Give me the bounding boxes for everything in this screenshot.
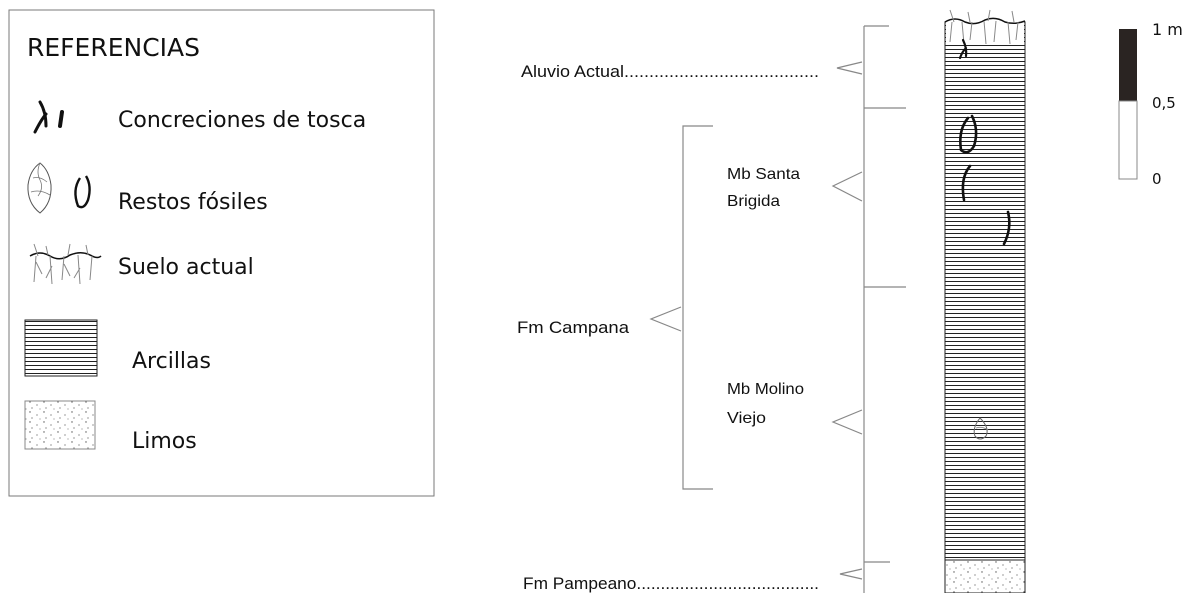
molino-viejo-arrow	[831, 409, 863, 435]
label-mb-molino: Mb Molino	[727, 381, 804, 398]
campana-arrow	[649, 306, 682, 332]
label-fm-pampeano: Fm Pampeano.............................…	[523, 574, 819, 593]
legend-title: REFERENCIAS	[27, 33, 200, 62]
santa-brigida-arrow	[831, 171, 863, 202]
label-aluvio-actual: Aluvio Actual...........................…	[521, 62, 819, 81]
label-viejo: Viejo	[727, 410, 766, 427]
column-fossil-icons	[959, 114, 1011, 246]
scale-filled-segment	[1119, 29, 1137, 101]
stratigraphic-column	[944, 9, 1026, 593]
silt-layer	[944, 559, 1026, 593]
tosca-concretion-icon	[33, 100, 64, 134]
soil-roots-icon	[29, 243, 102, 285]
silt-dots-icon	[24, 400, 96, 450]
unit-boundary-lines	[863, 25, 906, 593]
column-shell-icon	[973, 417, 989, 440]
aluvio-arrow	[836, 61, 863, 75]
pampeano-arrow	[839, 568, 863, 580]
legend-panel: REFERENCIAS Concreciones de tosca Restos…	[8, 9, 435, 497]
clay-layer	[944, 21, 1026, 561]
scale-bar: 1 m 0,5 0	[1118, 20, 1183, 188]
legend-label-limos: Limos	[132, 429, 197, 454]
unit-labels: Aluvio Actual...........................…	[517, 62, 819, 593]
column-soil-roots-icon	[944, 9, 1026, 60]
scale-label-1m: 1 m	[1152, 20, 1183, 39]
campana-bracket	[682, 125, 713, 490]
scale-label-half: 0,5	[1152, 94, 1176, 112]
scale-empty-segment	[1118, 100, 1138, 180]
legend-label-arcillas: Arcillas	[132, 349, 211, 374]
legend-label-fosiles: Restos fósiles	[118, 190, 268, 215]
legend-label-concreciones: Concreciones de tosca	[118, 108, 366, 133]
fossil-shell-icon	[27, 162, 91, 214]
scale-label-zero: 0	[1152, 170, 1162, 188]
label-brigida: Brigida	[727, 193, 780, 210]
label-mb-santa: Mb Santa	[727, 166, 800, 183]
label-fm-campana: Fm Campana	[517, 318, 630, 337]
legend-label-suelo: Suelo actual	[118, 255, 254, 280]
clay-hatch-icon	[24, 319, 98, 377]
